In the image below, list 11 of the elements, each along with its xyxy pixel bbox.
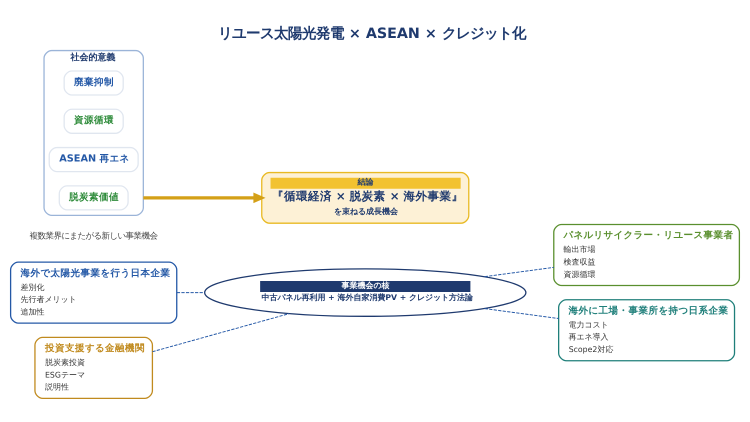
diagram-title: リユース太陽光発電 × ASEAN × クレジット化 bbox=[218, 25, 526, 42]
node-box: 廃棄抑制 bbox=[64, 70, 124, 96]
connector bbox=[152, 312, 290, 352]
connector bbox=[484, 308, 560, 319]
connector bbox=[176, 292, 206, 293]
node-box: 脱炭素価値 bbox=[58, 184, 129, 210]
node-box: ASEAN 再エネ bbox=[48, 146, 139, 172]
connector bbox=[484, 266, 554, 277]
label: 複数業界にまたがる新しい事業機会 bbox=[30, 230, 158, 240]
node-box: 資源循環 bbox=[64, 108, 124, 134]
arrow bbox=[143, 192, 266, 203]
